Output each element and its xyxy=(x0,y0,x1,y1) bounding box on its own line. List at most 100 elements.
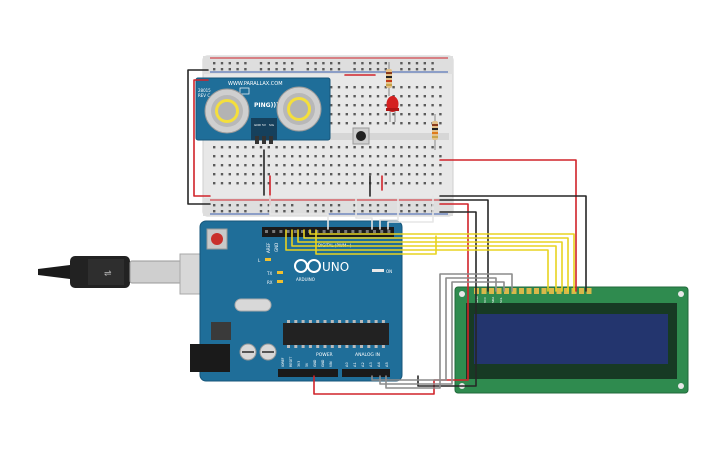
rail-hole[interactable] xyxy=(314,204,317,207)
rail-hole[interactable] xyxy=(275,68,278,71)
breadboard-hole[interactable] xyxy=(330,122,333,125)
rail-hole[interactable] xyxy=(337,204,341,207)
breadboard-hole[interactable] xyxy=(213,173,216,176)
breadboard-hole[interactable] xyxy=(345,155,348,158)
breadboard-hole[interactable] xyxy=(322,182,325,185)
breadboard-hole[interactable] xyxy=(283,164,286,167)
breadboard-hole[interactable] xyxy=(220,173,224,176)
breadboard-hole[interactable] xyxy=(252,155,255,158)
breadboard-hole[interactable] xyxy=(400,95,403,98)
breadboard-hole[interactable] xyxy=(415,164,419,167)
breadboard-hole[interactable] xyxy=(236,164,239,167)
breadboard-hole[interactable] xyxy=(384,95,387,98)
breadboard-hole[interactable] xyxy=(213,164,216,167)
rail-hole[interactable] xyxy=(283,68,286,71)
breadboard-hole[interactable] xyxy=(353,173,356,176)
rail-hole[interactable] xyxy=(291,204,294,207)
digital-pin[interactable] xyxy=(301,230,304,233)
breadboard-hole[interactable] xyxy=(408,95,411,98)
breadboard-hole[interactable] xyxy=(392,164,395,167)
rail-hole[interactable] xyxy=(322,204,325,207)
breadboard-hole[interactable] xyxy=(314,146,317,149)
digital-pin[interactable] xyxy=(344,230,348,233)
rail-hole[interactable] xyxy=(314,68,317,71)
lcd-pin[interactable] xyxy=(541,288,547,294)
rail-hole[interactable] xyxy=(283,204,286,207)
dc-jack[interactable] xyxy=(190,344,230,372)
reset-button-cap[interactable] xyxy=(211,233,223,245)
rail-hole[interactable] xyxy=(384,204,387,207)
sensor-pin-1[interactable] xyxy=(255,136,259,144)
lcd-pin[interactable] xyxy=(564,288,569,294)
rail-hole[interactable] xyxy=(306,210,309,213)
breadboard-hole[interactable] xyxy=(361,173,364,176)
breadboard-hole[interactable] xyxy=(369,95,372,98)
rail-hole[interactable] xyxy=(361,204,364,207)
rail-hole[interactable] xyxy=(236,62,239,65)
rail-hole[interactable] xyxy=(306,62,309,65)
breadboard-hole[interactable] xyxy=(345,173,348,176)
breadboard-hole[interactable] xyxy=(220,155,224,158)
breadboard-hole[interactable] xyxy=(423,146,426,149)
breadboard-hole[interactable] xyxy=(361,164,364,167)
breadboard-hole[interactable] xyxy=(408,182,411,185)
breadboard-hole[interactable] xyxy=(283,173,286,176)
rail-hole[interactable] xyxy=(369,204,372,207)
breadboard-hole[interactable] xyxy=(306,155,309,158)
rail-hole[interactable] xyxy=(236,204,239,207)
rail-hole[interactable] xyxy=(275,204,278,207)
rail-hole[interactable] xyxy=(236,210,239,213)
breadboard-hole[interactable] xyxy=(431,182,434,185)
power-header[interactable] xyxy=(278,369,338,377)
breadboard-hole[interactable] xyxy=(337,173,341,176)
breadboard-hole[interactable] xyxy=(384,164,387,167)
breadboard-hole[interactable] xyxy=(322,155,325,158)
digital-pin[interactable] xyxy=(373,230,376,233)
breadboard-hole[interactable] xyxy=(306,146,309,149)
breadboard-hole[interactable] xyxy=(291,164,294,167)
digital-pin[interactable] xyxy=(329,230,333,233)
rail-hole[interactable] xyxy=(291,62,294,65)
breadboard-hole[interactable] xyxy=(330,95,333,98)
breadboard-hole[interactable] xyxy=(345,146,348,149)
digital-pin[interactable] xyxy=(272,230,276,233)
breadboard-hole[interactable] xyxy=(384,146,387,149)
digital-pin[interactable] xyxy=(293,230,297,233)
rail-hole[interactable] xyxy=(408,210,411,213)
breadboard-hole[interactable] xyxy=(337,113,341,116)
breadboard-hole[interactable] xyxy=(361,86,364,89)
breadboard-hole[interactable] xyxy=(213,155,216,158)
rail-hole[interactable] xyxy=(415,204,419,207)
lcd-pin[interactable] xyxy=(489,288,494,294)
breadboard-hole[interactable] xyxy=(408,86,411,89)
breadboard-hole[interactable] xyxy=(431,86,434,89)
rail-hole[interactable] xyxy=(415,210,419,213)
rail-hole[interactable] xyxy=(220,68,224,71)
rail-hole[interactable] xyxy=(337,62,341,65)
breadboard-hole[interactable] xyxy=(439,86,442,89)
breadboard-hole[interactable] xyxy=(345,122,348,125)
breadboard-hole[interactable] xyxy=(431,164,434,167)
rail-hole[interactable] xyxy=(400,68,403,71)
digital-pin[interactable] xyxy=(265,230,268,233)
breadboard-hole[interactable] xyxy=(291,173,294,176)
lcd-pin[interactable] xyxy=(496,288,502,294)
rail-hole[interactable] xyxy=(361,68,364,71)
lcd-pin[interactable] xyxy=(534,288,539,294)
breadboard-hole[interactable] xyxy=(267,155,270,158)
rail-hole[interactable] xyxy=(267,62,270,65)
breadboard-hole[interactable] xyxy=(423,182,426,185)
breadboard-hole[interactable] xyxy=(345,164,348,167)
breadboard-hole[interactable] xyxy=(330,164,333,167)
breadboard-hole[interactable] xyxy=(228,173,231,176)
breadboard-hole[interactable] xyxy=(408,113,411,116)
rail-hole[interactable] xyxy=(376,204,380,207)
breadboard-hole[interactable] xyxy=(228,182,231,185)
breadboard-hole[interactable] xyxy=(353,86,356,89)
wire-white-4[interactable] xyxy=(387,195,434,230)
wire-gray-3[interactable] xyxy=(385,273,513,389)
rail-hole[interactable] xyxy=(423,204,426,207)
breadboard-hole[interactable] xyxy=(220,182,224,185)
breadboard-hole[interactable] xyxy=(330,173,333,176)
rail-hole[interactable] xyxy=(306,68,309,71)
